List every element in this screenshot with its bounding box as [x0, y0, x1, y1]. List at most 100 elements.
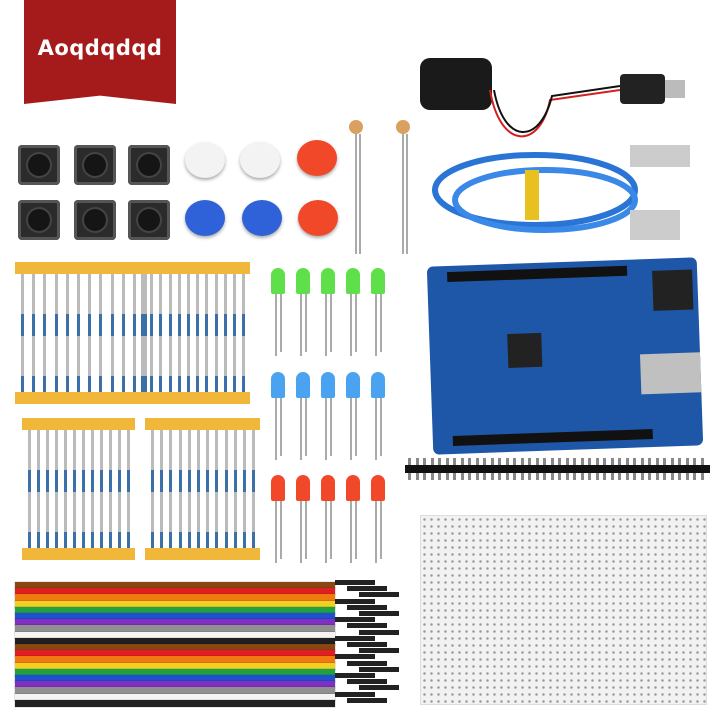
jumper-wire: [15, 588, 335, 596]
resistor: [206, 430, 210, 548]
led-leg: [280, 398, 282, 456]
resistor: [168, 274, 172, 392]
led: [271, 268, 285, 294]
jumper-pin: [359, 629, 399, 635]
led-leg: [350, 398, 352, 460]
led-leg: [350, 294, 352, 356]
led: [296, 475, 310, 501]
led: [271, 475, 285, 501]
resistor: [65, 274, 69, 392]
led: [321, 475, 335, 501]
resistor: [100, 430, 104, 548]
tactile-button: [128, 145, 170, 185]
button-cap: [242, 200, 282, 236]
jumper-pin: [347, 697, 387, 703]
jumper-wire: [15, 656, 335, 664]
photoresistor: [396, 120, 410, 134]
resistor: [233, 274, 236, 392]
resistor: [224, 430, 228, 548]
resistor: [37, 430, 41, 548]
jumper-wire: [15, 606, 335, 614]
led-leg: [325, 294, 327, 356]
led-leg: [330, 398, 332, 456]
jumper-wire: [15, 687, 335, 695]
resistor: [77, 274, 80, 392]
jumper-pin: [335, 691, 375, 697]
battery-clip: [420, 58, 492, 110]
led: [371, 268, 385, 294]
jumper-wire: [15, 582, 335, 589]
resistor: [178, 430, 182, 548]
jumper-wire: [15, 650, 335, 658]
resistor: [159, 274, 163, 392]
button-cap: [297, 140, 337, 176]
tactile-button: [74, 200, 116, 240]
jumper-pin: [347, 586, 387, 592]
led-leg: [375, 294, 377, 356]
resistor: [127, 430, 131, 548]
pin-header-strip: [405, 465, 710, 473]
jumper-wire: [15, 675, 335, 682]
resistor-tape: [22, 548, 135, 560]
led-leg: [275, 294, 277, 356]
led: [346, 372, 360, 398]
button-cap: [185, 142, 225, 178]
jumper-pin: [359, 611, 399, 616]
led-leg: [330, 294, 332, 352]
jumper-wire: [15, 600, 335, 608]
resistor: [233, 430, 237, 548]
led-leg: [350, 501, 352, 563]
resistor: [88, 274, 92, 392]
resistor: [150, 274, 154, 392]
resistor-tape: [135, 262, 250, 274]
resistor-tape: [15, 392, 155, 404]
jumper-pin: [347, 623, 387, 629]
led-leg: [325, 501, 327, 563]
led-leg: [355, 398, 357, 456]
resistor: [169, 430, 173, 548]
jumper-pin: [359, 648, 399, 654]
led-leg: [375, 501, 377, 563]
led-leg: [275, 398, 277, 460]
resistor: [99, 274, 103, 392]
pin-headers-bottom: [452, 428, 653, 446]
resistor-tape: [22, 418, 135, 430]
jumper-pin: [335, 617, 375, 623]
resistor: [91, 430, 95, 548]
jumper-pin: [359, 592, 399, 598]
led: [371, 372, 385, 398]
photoresistor-leg: [406, 134, 408, 254]
resistor: [28, 430, 31, 548]
jumper-pin: [335, 580, 375, 585]
jumper-pin: [347, 679, 387, 685]
tactile-button: [74, 145, 116, 185]
led-leg: [305, 294, 307, 352]
resistor: [215, 430, 219, 548]
usb-cable: [432, 145, 690, 240]
button-cap: [185, 200, 225, 236]
led-leg: [300, 294, 302, 356]
resistor: [141, 274, 144, 392]
resistor: [252, 430, 256, 548]
jumper-pin: [347, 604, 387, 610]
resistor: [121, 274, 125, 392]
brand-logo-text: Aoqdqdqd: [37, 36, 163, 60]
jumper-wire: [15, 594, 335, 602]
jumper-pin: [347, 642, 387, 647]
brand-logo-banner: Aoqdqdqd: [24, 0, 176, 104]
resistor: [187, 430, 191, 548]
resistor: [110, 274, 114, 392]
resistor: [54, 274, 58, 392]
arduino-board: [426, 257, 704, 455]
jumper-wire: [15, 637, 335, 645]
led-leg: [300, 398, 302, 460]
resistor: [196, 274, 200, 392]
photoresistor-leg: [355, 134, 357, 254]
button-cap: [240, 142, 280, 178]
jumper-pin: [335, 635, 375, 641]
resistor: [64, 430, 68, 548]
resistor: [160, 430, 164, 548]
photoresistor-leg: [359, 134, 361, 254]
led-leg: [275, 501, 277, 563]
led-leg: [330, 501, 332, 559]
